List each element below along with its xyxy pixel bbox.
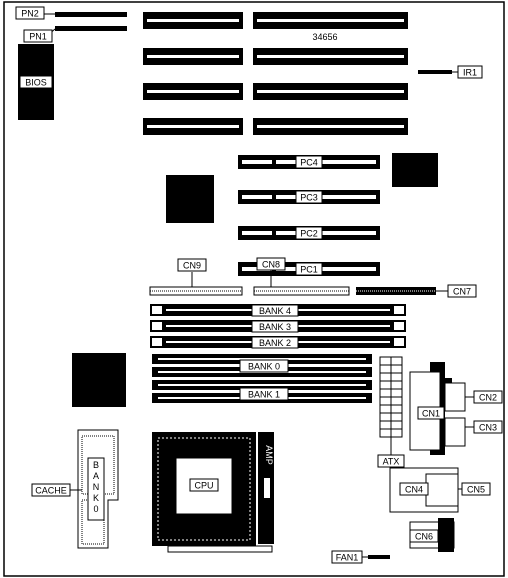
cn5-label-box	[461, 482, 491, 496]
pc1-label: PC1	[300, 265, 318, 275]
cn8-label: CN8	[262, 260, 280, 270]
isa-slots	[143, 12, 408, 135]
cn7-label-box	[447, 284, 477, 298]
cn4-label: CN4	[405, 485, 423, 495]
cache-module	[77, 429, 119, 549]
cn5-connector	[425, 473, 459, 507]
cpu-label-box	[189, 478, 219, 492]
pc3-label-box	[295, 190, 323, 204]
bios-label-box	[19, 75, 53, 89]
cache-label: CACHE	[35, 486, 67, 496]
fan1-header	[368, 555, 390, 559]
atx-label-box	[377, 454, 405, 468]
cn3-label: CN3	[479, 423, 497, 433]
cn1-label-box	[417, 406, 445, 420]
bios-label: BIOS	[25, 78, 47, 88]
pn1-label: PN1	[29, 32, 47, 42]
pn1-header	[55, 26, 127, 31]
cn5-label: CN5	[467, 485, 485, 495]
bank4-label-box	[251, 304, 299, 317]
cpu-label: CPU	[194, 481, 213, 491]
fan1-label-box	[331, 550, 363, 564]
cn1-label: CN1	[422, 409, 440, 419]
pc2-label-box	[295, 226, 323, 240]
cn6-label-box	[409, 529, 439, 543]
bank0-label-box	[239, 359, 289, 373]
bank3-label: BANK 3	[259, 322, 291, 332]
cn9-label: CN9	[183, 261, 201, 271]
bank4-label: BANK 4	[259, 306, 291, 316]
cn2-label: CN2	[479, 393, 497, 403]
board-id: 34656	[312, 32, 337, 42]
chipset-lower-left	[72, 353, 126, 407]
cn6-label: CN6	[415, 532, 433, 542]
cn4-label-box	[399, 482, 429, 496]
cn2-label-box	[473, 390, 503, 404]
bank3-label-box	[251, 320, 299, 333]
pc2-label: PC2	[300, 229, 318, 239]
bank1-label-box	[239, 387, 289, 401]
pc1-label-box	[295, 262, 323, 276]
cn7-label: CN7	[453, 287, 471, 297]
pc3-label: PC3	[300, 193, 318, 203]
cn3-label-box	[473, 420, 503, 434]
chipset-upper-right	[392, 153, 438, 187]
atx-label: ATX	[383, 457, 400, 467]
bank2-label-box	[251, 336, 299, 349]
pc4-label: PC4	[300, 158, 318, 168]
bank0-label: BANK 0	[248, 362, 280, 372]
pn2-label-box	[15, 6, 45, 20]
fan1-label: FAN1	[336, 553, 359, 563]
cn9-label-box	[177, 258, 207, 272]
bank2-label: BANK 2	[259, 338, 291, 348]
pc4-label-box	[295, 155, 323, 169]
cn8-label-box	[256, 257, 286, 271]
amp-label: AMP	[264, 445, 274, 465]
bank-vertical-4: 0	[93, 504, 98, 514]
chipset-left	[166, 175, 214, 223]
bank-vertical-2: N	[93, 482, 100, 492]
pn1-label-box	[23, 29, 53, 43]
ir1-label: IR1	[463, 68, 477, 78]
ir1-header	[418, 70, 452, 74]
bank1-label: BANK 1	[248, 390, 280, 400]
bank-vertical-0: B	[93, 460, 99, 470]
cn3-connector	[444, 417, 466, 447]
pn2-header	[55, 12, 127, 17]
cache-label-box	[31, 483, 71, 497]
pn2-label: PN2	[21, 9, 39, 19]
ir1-label-box	[457, 65, 483, 79]
bank-vertical-3: K	[93, 493, 99, 503]
bank-vertical-1: A	[93, 471, 99, 481]
cn2-connector	[444, 382, 466, 412]
